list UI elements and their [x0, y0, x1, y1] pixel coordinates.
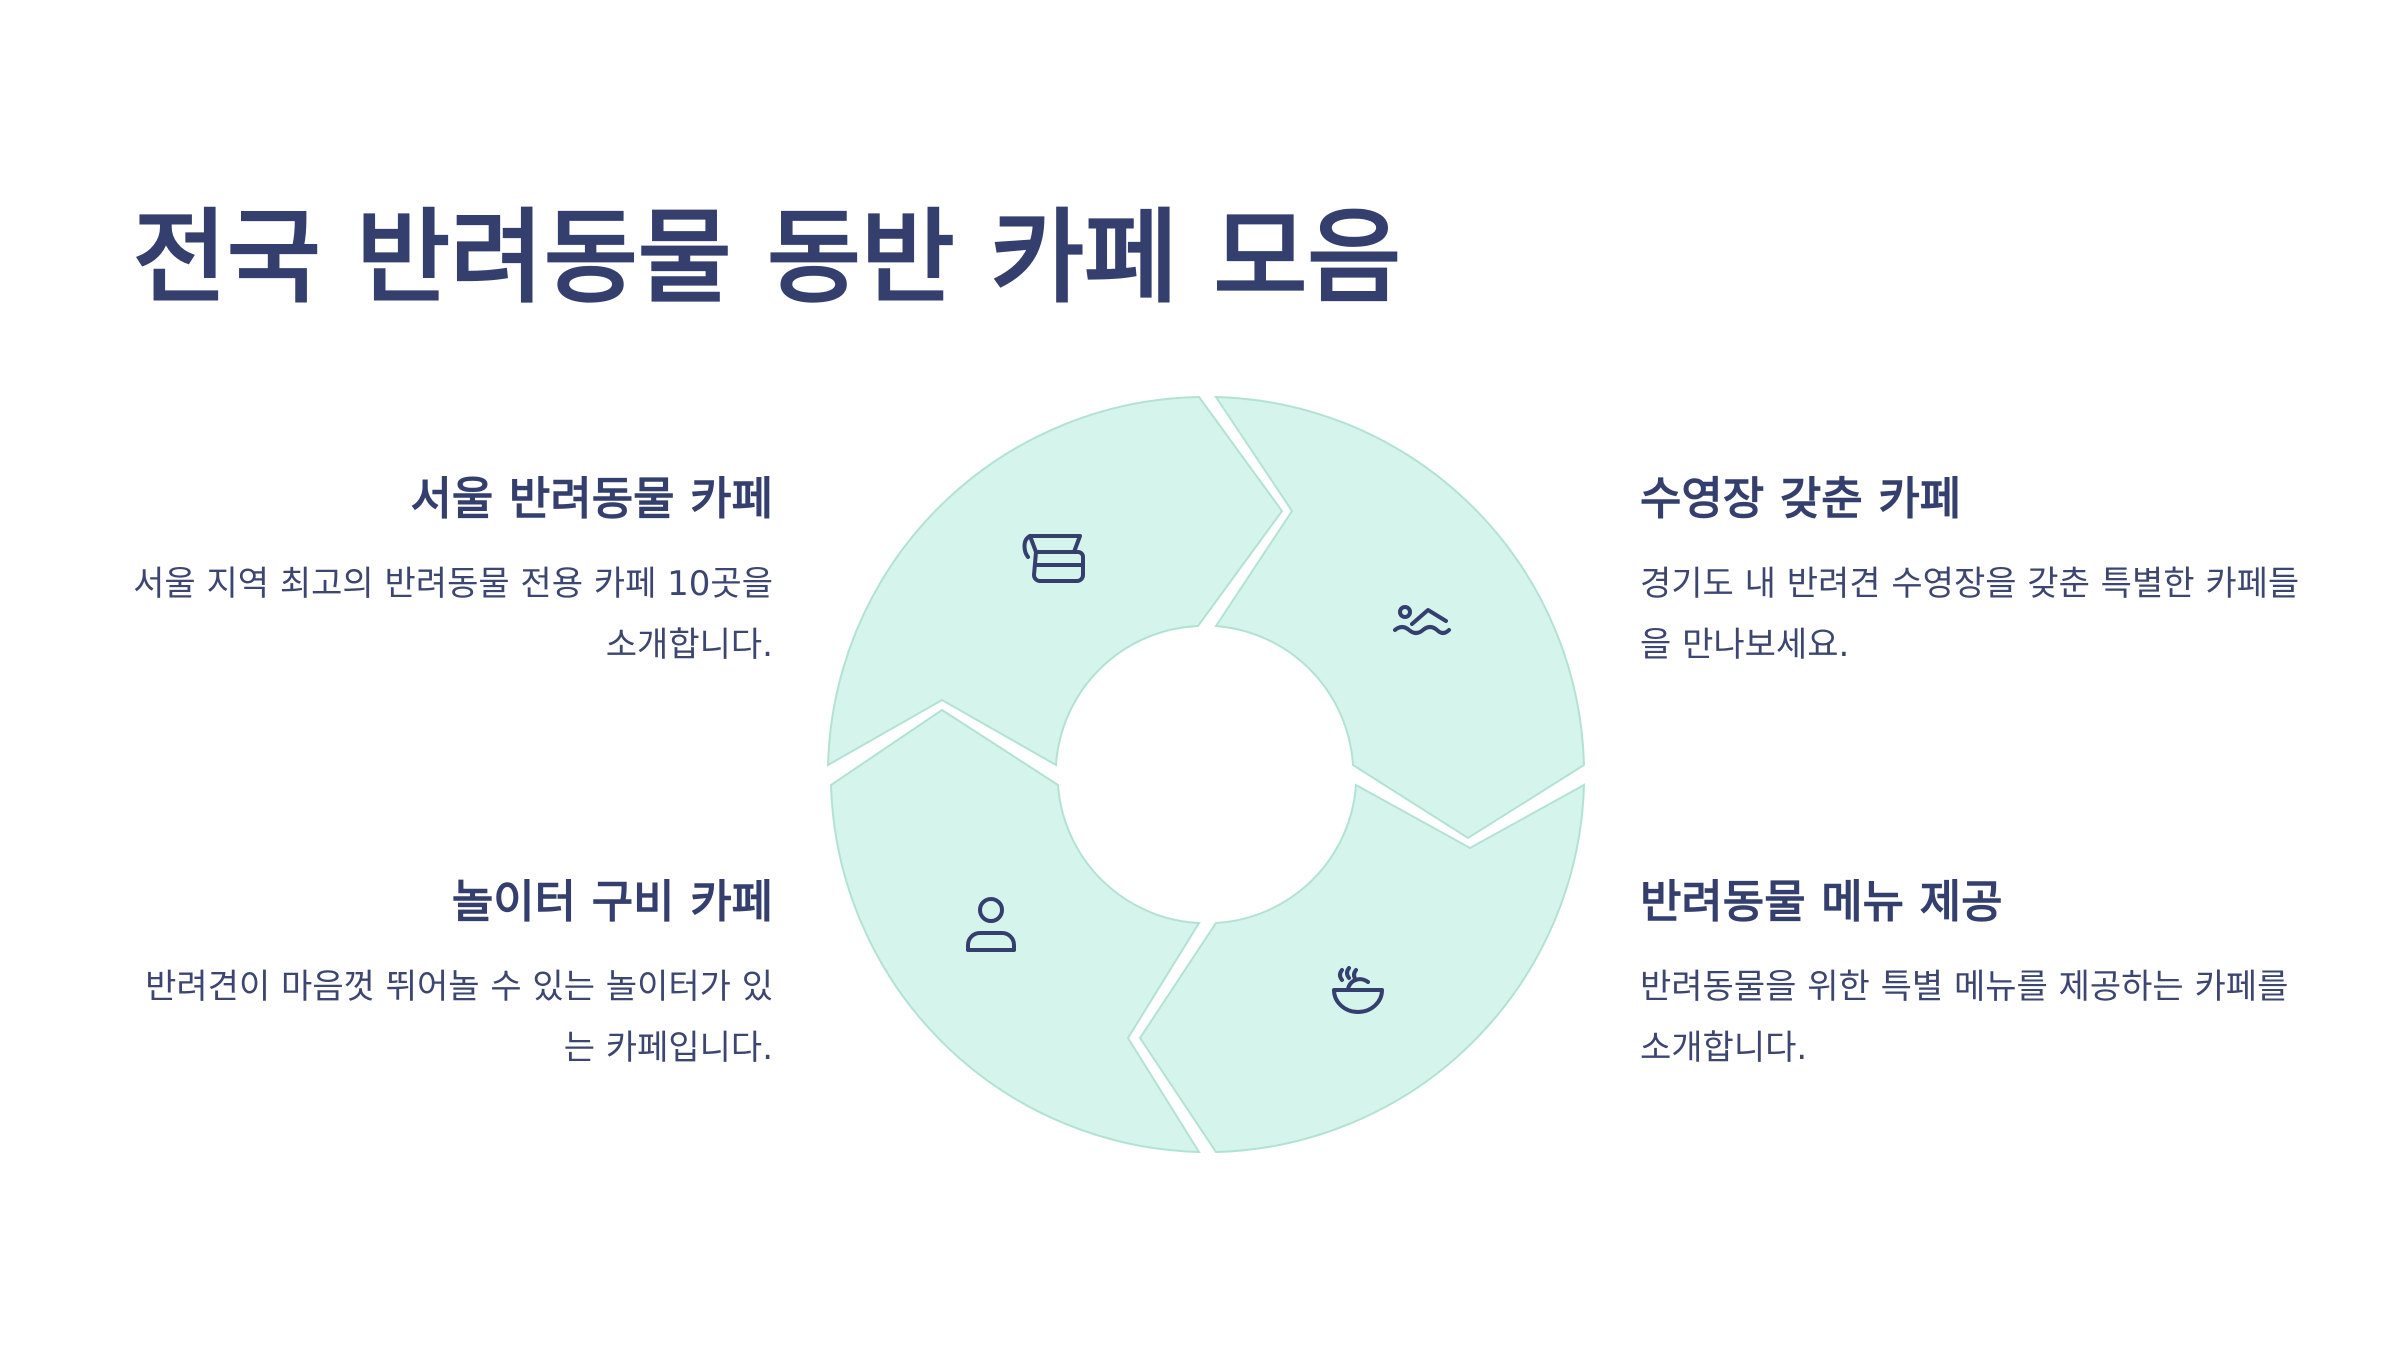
cycle-segments — [826, 395, 1586, 1154]
page-title: 전국 반려동물 동반 카페 모음 — [133, 199, 1402, 318]
item-pool-cafe: 수영장 갖춘 카페 경기도 내 반려견 수영장을 갖춘 특별한 카페들을 만나보… — [1640, 472, 2300, 676]
item-description: 경기도 내 반려견 수영장을 갖춘 특별한 카페들을 만나보세요. — [1640, 564, 2300, 665]
person-icon — [966, 897, 1016, 952]
segment-top-right — [1214, 395, 1586, 840]
segment-bottom-right — [1138, 783, 1586, 1154]
item-heading: 수영장 갖춘 카페 — [1640, 472, 1962, 525]
item-heading: 서울 반려동물 카페 — [410, 472, 773, 525]
segment-bottom-left — [829, 708, 1201, 1154]
item-heading: 놀이터 구비 카페 — [451, 875, 773, 928]
item-description: 서울 지역 최고의 반려동물 전용 카페 10곳을 소개합니다. — [133, 564, 773, 665]
food-bowl-icon — [1332, 966, 1384, 1014]
item-heading: 반려동물 메뉴 제공 — [1640, 875, 2003, 928]
item-playground-cafe: 놀이터 구비 카페 반려견이 마음껏 뛰어놀 수 있는 놀이터가 있는 카페입니… — [133, 875, 773, 1079]
item-description: 반려견이 마음껏 뛰어놀 수 있는 놀이터가 있는 카페입니다. — [145, 967, 773, 1068]
coffee-pot-icon — [1022, 534, 1085, 583]
item-seoul-cafe: 서울 반려동물 카페 서울 지역 최고의 반려동물 전용 카페 10곳을 소개합… — [133, 472, 773, 676]
item-description: 반려동물을 위한 특별 메뉴를 제공하는 카페를 소개합니다. — [1640, 967, 2289, 1068]
swimmer-icon — [1393, 605, 1451, 635]
item-pet-menu-cafe: 반려동물 메뉴 제공 반려동물을 위한 특별 메뉴를 제공하는 카페를 소개합니… — [1640, 875, 2300, 1079]
